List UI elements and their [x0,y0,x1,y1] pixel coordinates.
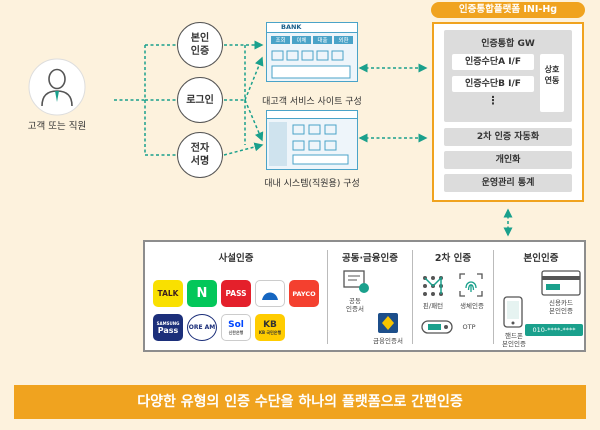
kb-text: KB [263,319,277,330]
bank-tab: 대출 [313,36,332,44]
digital-signature-method: 전자 서명 [177,132,223,178]
toss-icon [262,292,278,300]
pin-pattern-label: 핀/패턴 [422,302,444,310]
internal-system-mockup [266,110,358,170]
column-divider [412,250,413,344]
public-cert-label: 공동 인증서 [346,297,364,313]
auth-methods-panel: 사설인증 TALK N PASS PAYCO SAMSUNG Pass ORE … [143,240,586,352]
interface-a-box: 인증수단A I/F [452,54,534,70]
bank-tab: 외환 [334,36,353,44]
naver-logo: N [187,280,217,307]
finance-cert-icon [378,313,398,333]
bank-tab: 조회 [271,36,290,44]
otp-device-icon [421,320,453,334]
shinhan-sol-logo: Sol 신한은행 [221,314,251,341]
toss-logo [255,280,285,307]
phone-number-field: 010-****-**** [525,324,583,336]
column-divider [327,250,328,344]
phone-auth-label: 핸드폰 본인인증 [502,332,526,348]
person-icon [28,58,86,116]
column-divider [493,250,494,344]
bank-tab-row: 조회 이체 대출 외환 [267,33,357,47]
platform-box: 인증통합 GW 인증수단A I/F 인증수단B I/F ⋮ 상호 연동 2차 인… [432,22,584,202]
customer-site-caption: 대고객 서비스 사이트 구성 [262,97,362,107]
auth-gateway-box: 인증통합 GW 인증수단A I/F 인증수단B I/F ⋮ 상호 연동 [444,30,572,122]
user-label: 고객 또는 직원 [27,121,87,132]
kakao-talk-logo: TALK [153,280,183,307]
oream-logo: ORE AM [187,314,217,341]
summary-banner: 다양한 유형의 인증 수단을 하나의 플랫폼으로 간편인증 [14,385,586,419]
certificate-icon [343,270,369,293]
fingerprint-icon [459,273,483,297]
payco-logo: PAYCO [289,280,319,307]
shinhan-caption: 신한은행 [228,329,244,335]
samsung-pass-text: Pass [157,325,179,335]
more-interfaces-ellipsis: ⋮ [487,94,499,107]
bank-tab: 이체 [292,36,311,44]
bank-brand-label: BANK [281,23,302,31]
second-auth-title: 2차 인증 [434,253,472,264]
operation-statistics-box: 운영관리 통계 [444,174,572,192]
public-auth-title: 공동·금융인증 [341,253,399,264]
kb-caption: KB 국민은행 [258,329,282,335]
credit-card-icon [541,270,581,296]
finance-cert-label: 금융인증서 [373,337,403,345]
credit-card-auth-label: 신용카드 본인인증 [549,299,573,315]
internal-system-caption: 대내 시스템(직원용) 구성 [264,179,360,189]
interface-b-box: 인증수단B I/F [452,76,534,92]
second-auth-automation-box: 2차 인증 자동화 [444,128,572,146]
private-auth-title: 사설인증 [218,253,254,264]
mutual-link-box: 상호 연동 [540,54,564,112]
samsung-pass-logo: SAMSUNG Pass [153,314,183,341]
samsung-wordmark: SAMSUNG [156,320,180,326]
pattern-lock-icon [423,276,443,296]
bank-service-icons [271,50,351,79]
gateway-title: 인증통합 GW [481,39,535,49]
kb-logo: KB KB 국민은행 [255,314,285,341]
personalization-box: 개인화 [444,151,572,169]
biometric-label: 생체인증 [460,302,484,310]
customer-site-mockup: BANK 조회 이체 대출 외환 [266,22,358,82]
identity-verification-method: 본인 인증 [177,22,223,68]
login-method: 로그인 [177,77,223,123]
platform-name-tag: 인증통합플랫폼 INI-Hg [431,2,585,18]
internal-system-icons [269,122,349,166]
otp-label: OTP [462,323,476,331]
identity-auth-title: 본인인증 [523,253,559,264]
pass-logo: PASS [221,280,251,307]
sol-text: Sol [228,319,244,330]
smartphone-icon [503,296,523,328]
